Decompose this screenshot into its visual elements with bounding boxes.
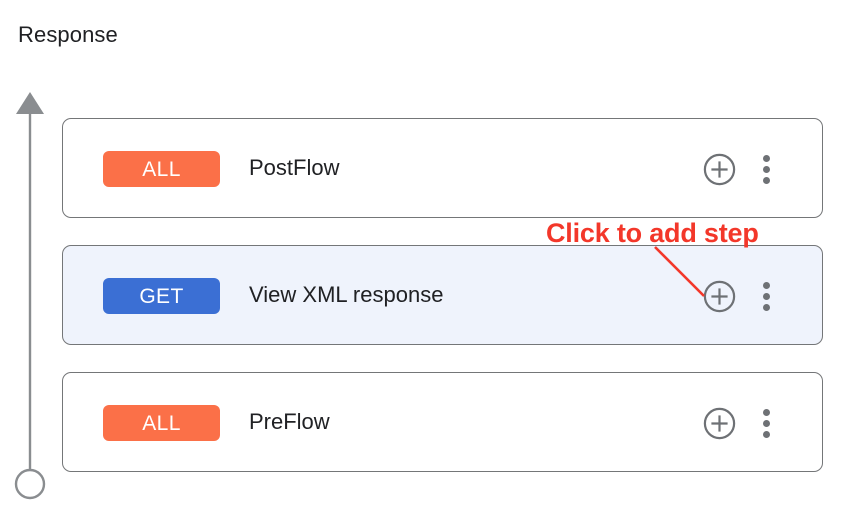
kebab-dot [762,409,770,416]
method-badge-all: ALL [103,151,220,187]
flow-step-label: View XML response [249,282,444,307]
flow-direction-arrow [14,92,46,500]
kebab-dot [762,155,770,162]
kebab-dot [762,420,770,427]
add-step-button[interactable] [703,280,736,313]
more-options-button[interactable] [756,407,776,440]
flow-step-row-view-xml-response[interactable]: GET View XML response [62,245,823,345]
more-options-button[interactable] [756,153,776,186]
kebab-dot [762,166,770,173]
flow-step-row-preflow[interactable]: ALL PreFlow [62,372,823,472]
more-options-button[interactable] [756,280,776,313]
flow-step-label: PreFlow [249,409,330,434]
flow-step-row-postflow[interactable]: ALL PostFlow [62,118,823,218]
kebab-dot [762,293,770,300]
annotation-label: Click to add step [546,218,759,248]
page-title: Response [18,22,118,47]
method-badge-get: GET [103,278,220,314]
kebab-dot [762,177,770,184]
kebab-dot [762,431,770,438]
method-badge-all: ALL [103,405,220,441]
add-step-button[interactable] [703,153,736,186]
kebab-dot [762,282,770,289]
flow-step-list: ALL PostFlow GET View XML response [62,118,823,472]
add-step-button[interactable] [703,407,736,440]
kebab-dot [762,304,770,311]
flow-step-label: PostFlow [249,155,340,180]
